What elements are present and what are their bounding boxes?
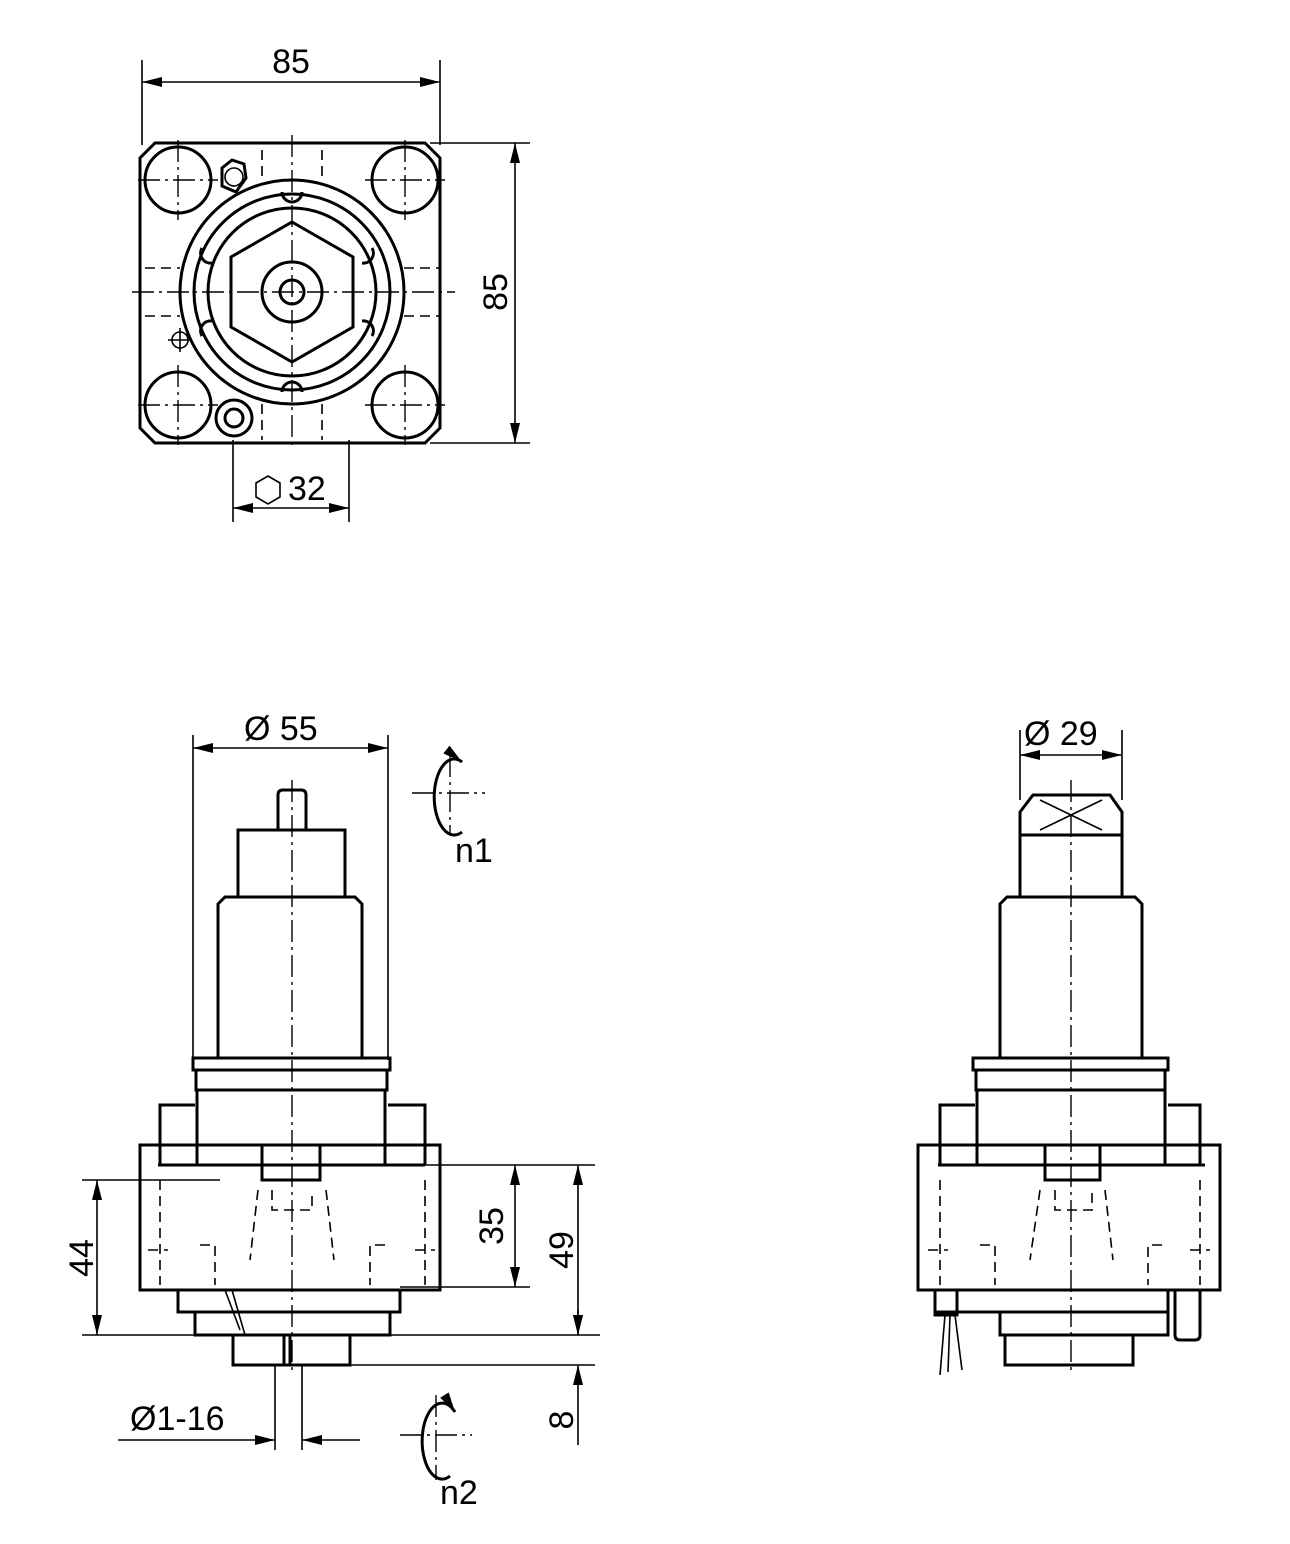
top-height-dimension: 85: [477, 273, 515, 311]
height-49-dimension: 49: [543, 1231, 581, 1269]
cable-wires: [939, 1314, 963, 1376]
front-diameter-dimension: Ø 55: [244, 710, 318, 748]
front-view: Ø 55 n1 44 35 49 8 Ø1-16 n2: [63, 710, 600, 1512]
rotation-n1-icon: [412, 745, 485, 837]
hex-size-dimension: 32: [288, 470, 326, 508]
side-view: Ø 29: [916, 715, 1222, 1376]
side-pin: [1173, 1290, 1202, 1342]
top-width-dimension: 85: [272, 43, 310, 81]
rotation-n2-label: n2: [440, 1474, 478, 1512]
side-diameter-dimension: Ø 29: [1024, 715, 1098, 753]
rotation-n2-icon: [400, 1392, 472, 1481]
rotation-n1-label: n1: [455, 832, 493, 870]
height-35-dimension: 35: [473, 1207, 511, 1245]
top-view: 85 85 32: [132, 43, 530, 522]
mounting-holes: [138, 140, 445, 445]
protrusion-8-dimension: 8: [543, 1411, 581, 1430]
central-flange: [132, 135, 455, 450]
height-44-dimension: 44: [63, 1239, 101, 1277]
shaft-diameter-dimension: Ø1-16: [130, 1400, 225, 1438]
fittings: [168, 158, 254, 438]
hex-symbol-icon: [255, 475, 281, 505]
mounting-plate-outline: [138, 141, 442, 445]
